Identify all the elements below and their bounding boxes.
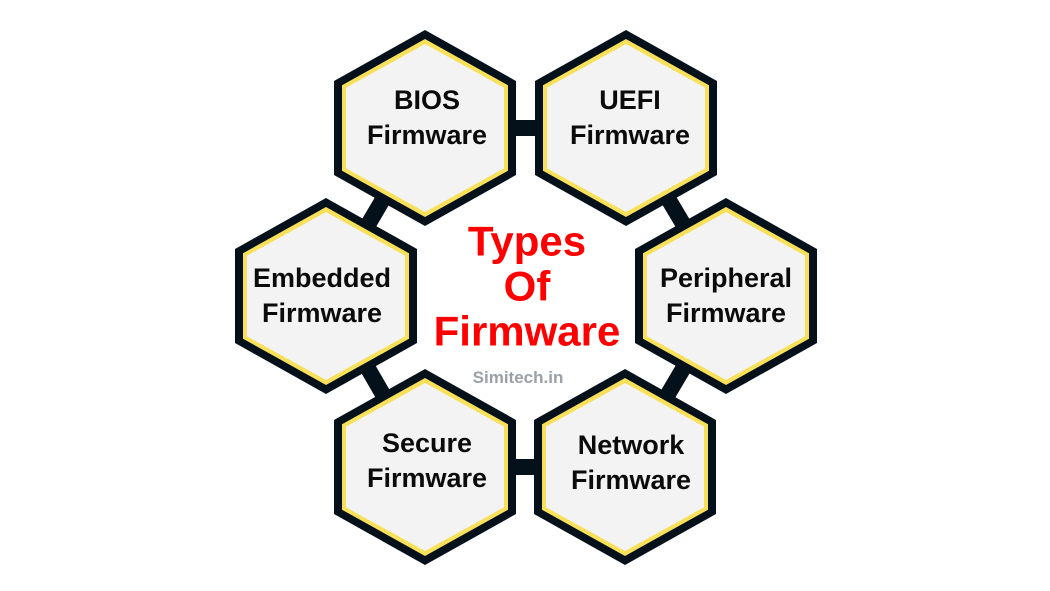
- hexagon-uefi: [535, 30, 717, 226]
- label-line: Firmware: [569, 120, 691, 150]
- hexagon-fill: [346, 383, 504, 551]
- label-line: Firmware: [570, 465, 692, 495]
- label-line: Firmware: [665, 298, 787, 328]
- hexagon-fill: [346, 44, 504, 212]
- hexagon-embedded: [235, 198, 417, 394]
- label-line: Network: [577, 430, 685, 460]
- title-line-3: Firmware: [433, 307, 621, 355]
- label-line: Firmware: [366, 120, 488, 150]
- hexagon-fill: [647, 212, 805, 380]
- label-line: BIOS: [393, 85, 460, 115]
- label-line: Peripheral: [659, 263, 793, 293]
- diagram-title: Types Of Firmware: [417, 219, 637, 354]
- label-line: UEFI: [599, 85, 661, 115]
- label-line: Firmware: [366, 463, 488, 493]
- title-line-2: Of: [503, 262, 551, 310]
- watermark: Simitech.in: [472, 368, 564, 387]
- label-line: Secure: [381, 428, 473, 458]
- node-label-bios: BIOS Firmware: [337, 83, 517, 153]
- hexagon-secure: [334, 369, 516, 565]
- hexagon-bios: [334, 30, 516, 226]
- hexagon-network: [534, 369, 716, 565]
- hexagon-fill: [547, 44, 705, 212]
- label-line: Embedded: [252, 263, 392, 293]
- label-line: Firmware: [261, 298, 383, 328]
- hexagon-peripheral: [635, 198, 817, 394]
- node-label-uefi: UEFI Firmware: [540, 83, 720, 153]
- title-line-1: Types: [467, 217, 587, 265]
- hexagon-fill: [247, 212, 405, 380]
- hexagon-fill: [546, 383, 704, 551]
